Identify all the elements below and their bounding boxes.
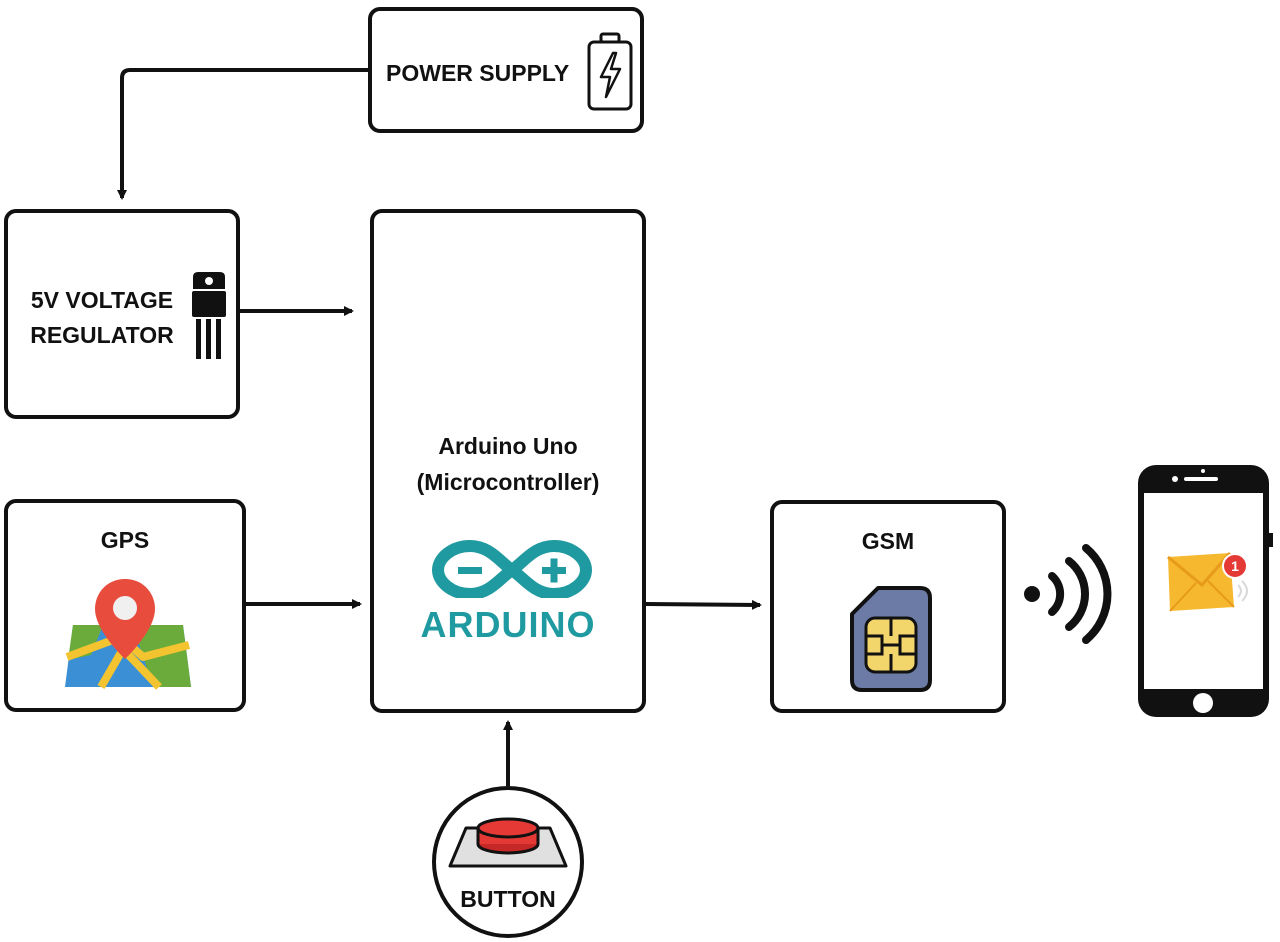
button-label: BUTTON bbox=[460, 886, 556, 912]
gps-label: GPS bbox=[100, 527, 150, 553]
button-block: BUTTON bbox=[432, 786, 584, 938]
arrow-power-to-regulator bbox=[117, 68, 368, 200]
mcu-label-line2: (Microcontroller) bbox=[416, 469, 600, 495]
battery-bolt-icon bbox=[587, 32, 633, 111]
arduino-logo-text: ARDUINO bbox=[420, 604, 596, 645]
microcontroller-block: Arduino Uno (Microcontroller) ARDUINO bbox=[370, 209, 646, 713]
notification-count: 1 bbox=[1231, 558, 1239, 574]
mcu-label-line1: Arduino Uno bbox=[438, 433, 578, 459]
smartphone: 1 bbox=[1136, 463, 1273, 719]
map-pin-icon bbox=[65, 579, 191, 690]
wireless-signal-icon bbox=[1024, 544, 1112, 644]
gps-block: GPS bbox=[4, 499, 246, 712]
regulator-label-line1: 5V VOLTAGE bbox=[30, 287, 174, 313]
gsm-block: GSM bbox=[770, 500, 1006, 713]
notification-badge bbox=[1222, 553, 1248, 579]
envelope-notification-icon bbox=[1167, 552, 1248, 612]
voltage-regulator-block: 5V VOLTAGE REGULATOR bbox=[4, 209, 240, 419]
gsm-label: GSM bbox=[861, 528, 915, 554]
sim-card-icon bbox=[850, 586, 932, 692]
arrow-mcu-to-gsm bbox=[645, 599, 762, 610]
voltage-regulator-icon bbox=[192, 272, 226, 359]
regulator-label-line2: REGULATOR bbox=[30, 322, 174, 348]
arduino-logo-icon bbox=[431, 539, 593, 598]
power-supply-block: POWER SUPPLY bbox=[368, 7, 644, 133]
push-button-icon bbox=[448, 817, 568, 868]
power-supply-label: POWER SUPPLY bbox=[386, 60, 570, 86]
